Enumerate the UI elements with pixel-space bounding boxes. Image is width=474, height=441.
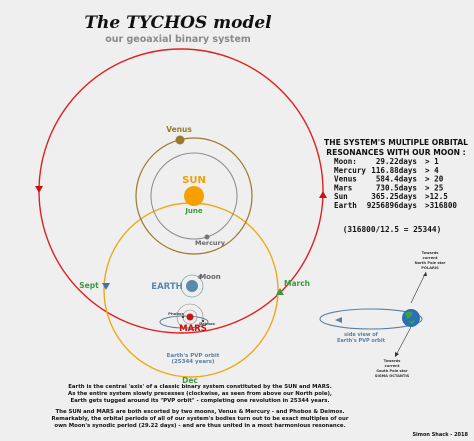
south-axis-line bbox=[394, 326, 412, 358]
resonance-ratio: >12.5 bbox=[425, 192, 448, 201]
resonance-body: Mercury bbox=[334, 166, 366, 175]
venus-orbit bbox=[135, 137, 253, 255]
resonance-period: 584.4days bbox=[376, 175, 417, 184]
deimos-label: Deimos bbox=[199, 321, 216, 326]
caption: Earth is the central 'axis' of a classic… bbox=[51, 384, 348, 429]
sun bbox=[184, 186, 204, 206]
caption-p2-line1: The SUN and MARS are both escorted by tw… bbox=[55, 409, 344, 415]
moon-orbit bbox=[180, 274, 204, 298]
north-polaris: POLARIS bbox=[421, 266, 439, 270]
inset-orbit-arrow bbox=[335, 317, 342, 323]
credit: Simon Shack - 2018 bbox=[412, 432, 468, 438]
inset-earth bbox=[402, 309, 420, 327]
mars bbox=[186, 313, 194, 321]
resonance-body: Moon: bbox=[334, 157, 357, 166]
south-current: current bbox=[385, 364, 400, 368]
south-pole-star: South Pole star bbox=[376, 369, 407, 373]
mercury-orbit bbox=[150, 152, 238, 240]
resonance-formula: (316800/12.5 = 25344) bbox=[343, 225, 442, 234]
resonance-period: 365.25days bbox=[371, 192, 417, 201]
south-sigma-octantis: SIGMA OCTANTIS bbox=[375, 374, 410, 378]
north-towards: Towards bbox=[422, 251, 439, 255]
earth bbox=[186, 280, 198, 292]
north-current: current bbox=[423, 256, 438, 260]
resonance-period: 9256896days bbox=[367, 201, 417, 210]
resonance-box: THE SYSTEM'S MULTIPLE ORBITAL RESONANCES… bbox=[324, 138, 468, 234]
south-towards: Towards bbox=[384, 359, 401, 363]
venus-label: Venus bbox=[166, 125, 192, 134]
sun-orbit-arrow-march bbox=[276, 288, 284, 295]
caption-p1-line3: Earth gets tugged around its "PVP orbit"… bbox=[70, 398, 329, 404]
resonance-body: Earth bbox=[334, 201, 357, 210]
diagram-title: The TYCHOS model bbox=[84, 13, 272, 33]
mercury bbox=[204, 234, 210, 240]
phobos-label: Phobos bbox=[168, 311, 184, 316]
side-view-label: side view of bbox=[344, 332, 379, 338]
diagram-subtitle: our geoaxial binary system bbox=[105, 34, 251, 45]
sept-label: Sept bbox=[79, 281, 99, 290]
moon bbox=[198, 275, 202, 279]
phobos bbox=[181, 315, 185, 319]
pvp-orbit-label: Earth's PVP orbit bbox=[167, 353, 220, 359]
march-label: March bbox=[284, 279, 310, 288]
resonance-ratio: > 25 bbox=[425, 183, 444, 192]
mars-orbit-arrow-left bbox=[35, 186, 43, 193]
inset-earth-land bbox=[405, 311, 415, 324]
caption-p1-line1: Earth is the central 'axis' of a classic… bbox=[68, 384, 332, 390]
resonance-period: 29.22days bbox=[376, 157, 417, 166]
north-axis-arrow bbox=[423, 272, 427, 276]
resonance-body: Mars bbox=[334, 183, 352, 192]
dec-label: Dec bbox=[182, 376, 198, 385]
earth-label: EARTH bbox=[151, 282, 182, 292]
north-pole-star: North Pole star bbox=[415, 261, 446, 265]
mercury-label: Mercury bbox=[195, 239, 226, 247]
sun-orbit-arrow-sept bbox=[102, 283, 110, 290]
north-axis-line bbox=[410, 271, 427, 304]
moon-label: Moon bbox=[199, 273, 221, 281]
resonance-body: Sun bbox=[334, 192, 348, 201]
deimos bbox=[201, 319, 205, 323]
south-axis-arrow bbox=[395, 352, 399, 357]
resonance-title-line1: THE SYSTEM'S MULTIPLE ORBITAL bbox=[324, 138, 468, 147]
mars-orbit-arrow-right bbox=[319, 191, 327, 198]
pvp-orbit-years: (25344 years) bbox=[171, 359, 215, 365]
caption-p1-line2: As the entire system slowly precesses (c… bbox=[68, 391, 332, 397]
inset-pvp-orbit bbox=[319, 308, 423, 330]
june-label: June bbox=[184, 207, 203, 215]
mars-moons-orbit-outer bbox=[176, 303, 204, 331]
caption-p2-line3: own Moon's synodic period (29.22 days) -… bbox=[54, 423, 345, 429]
resonance-ratio: > 1 bbox=[425, 157, 439, 166]
resonance-body: Venus bbox=[334, 175, 357, 184]
sun-label: SUN bbox=[182, 175, 206, 186]
resonance-period: 730.5days bbox=[376, 183, 417, 192]
resonance-ratio: > 20 bbox=[425, 175, 444, 184]
resonance-title-line2: RESONANCES WITH OUR MOON : bbox=[326, 148, 465, 157]
resonance-ratio: >316800 bbox=[425, 201, 457, 210]
mars-label: MARS bbox=[179, 324, 207, 334]
resonance-rows: Moon: 29.22days > 1 Mercury 116.88days > 4 Ven… bbox=[334, 157, 457, 210]
caption-p2-line2: Remarkably, the orbital periods of all o… bbox=[51, 416, 348, 422]
side-view-inset: Towards current North Pole star POLARIS … bbox=[319, 251, 446, 378]
resonance-period: 116.88days bbox=[371, 166, 417, 175]
venus bbox=[175, 135, 185, 145]
side-view-label-2: Earth's PVP orbit bbox=[337, 338, 386, 344]
resonance-ratio: > 4 bbox=[425, 166, 439, 175]
earth-pvp-orbit bbox=[159, 315, 209, 329]
